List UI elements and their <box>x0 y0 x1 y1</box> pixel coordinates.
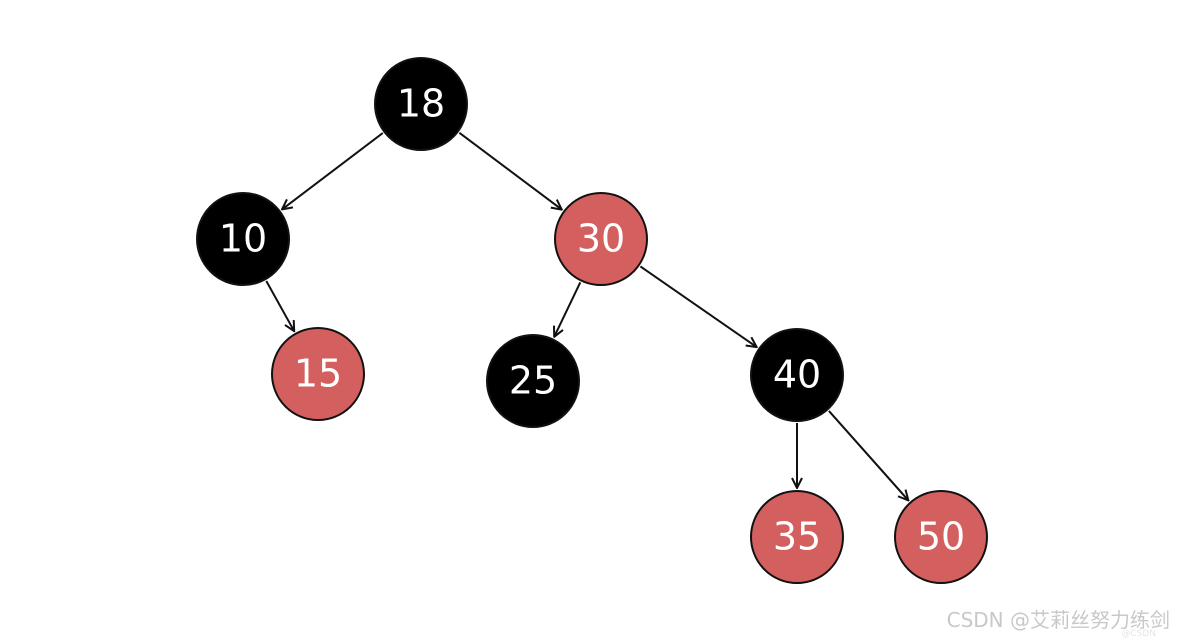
black-node-circle <box>486 334 580 428</box>
edge-10-to-15 <box>265 280 294 331</box>
node-label: 18 <box>397 82 445 126</box>
node-label: 40 <box>773 353 821 397</box>
watermark-faint-mark: @CSDN <box>1121 629 1156 639</box>
nodes-layer: 18 10 30 15 25 40 35 50 <box>196 57 988 584</box>
black-node-circle <box>750 328 844 422</box>
red-node-circle <box>894 490 988 584</box>
black-node-circle <box>196 192 290 286</box>
tree-node-10: 10 <box>196 192 290 286</box>
tree-node-25: 25 <box>486 334 580 428</box>
edge-40-to-50 <box>828 410 909 501</box>
node-label: 30 <box>577 217 625 261</box>
tree-node-40: 40 <box>750 328 844 422</box>
edge-30-to-25 <box>554 281 582 337</box>
red-node-circle <box>554 192 648 286</box>
tree-node-35: 35 <box>750 490 844 584</box>
node-label: 50 <box>917 515 965 559</box>
edge-18-to-10 <box>282 132 384 209</box>
tree-node-30: 30 <box>554 192 648 286</box>
watermark: CSDN @艾莉丝努力练剑 <box>946 608 1170 632</box>
tree-node-50: 50 <box>894 490 988 584</box>
edges-layer <box>265 132 909 501</box>
tree-node-15: 15 <box>271 327 365 421</box>
edge-30-to-40 <box>639 265 756 347</box>
red-node-circle <box>271 327 365 421</box>
edge-18-to-30 <box>458 132 561 210</box>
red-node-circle <box>750 490 844 584</box>
node-label: 35 <box>773 515 821 559</box>
black-node-circle <box>374 57 468 151</box>
tree-node-18: 18 <box>374 57 468 151</box>
node-label: 25 <box>509 359 557 403</box>
node-label: 10 <box>219 217 267 261</box>
node-label: 15 <box>294 352 342 396</box>
